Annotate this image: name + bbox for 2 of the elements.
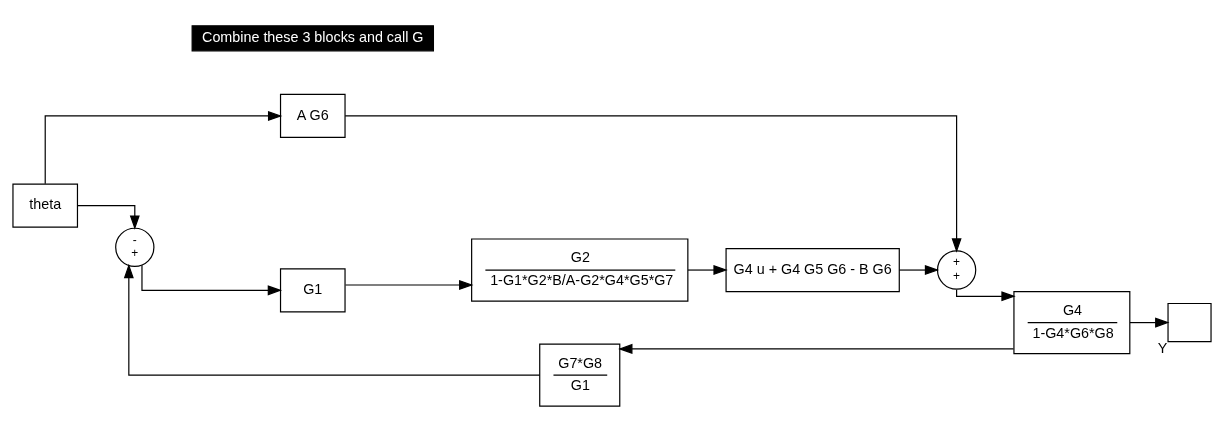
label: Combine these 3 blocks and call G (202, 28, 424, 45)
node-label: Y (1157, 339, 1168, 356)
